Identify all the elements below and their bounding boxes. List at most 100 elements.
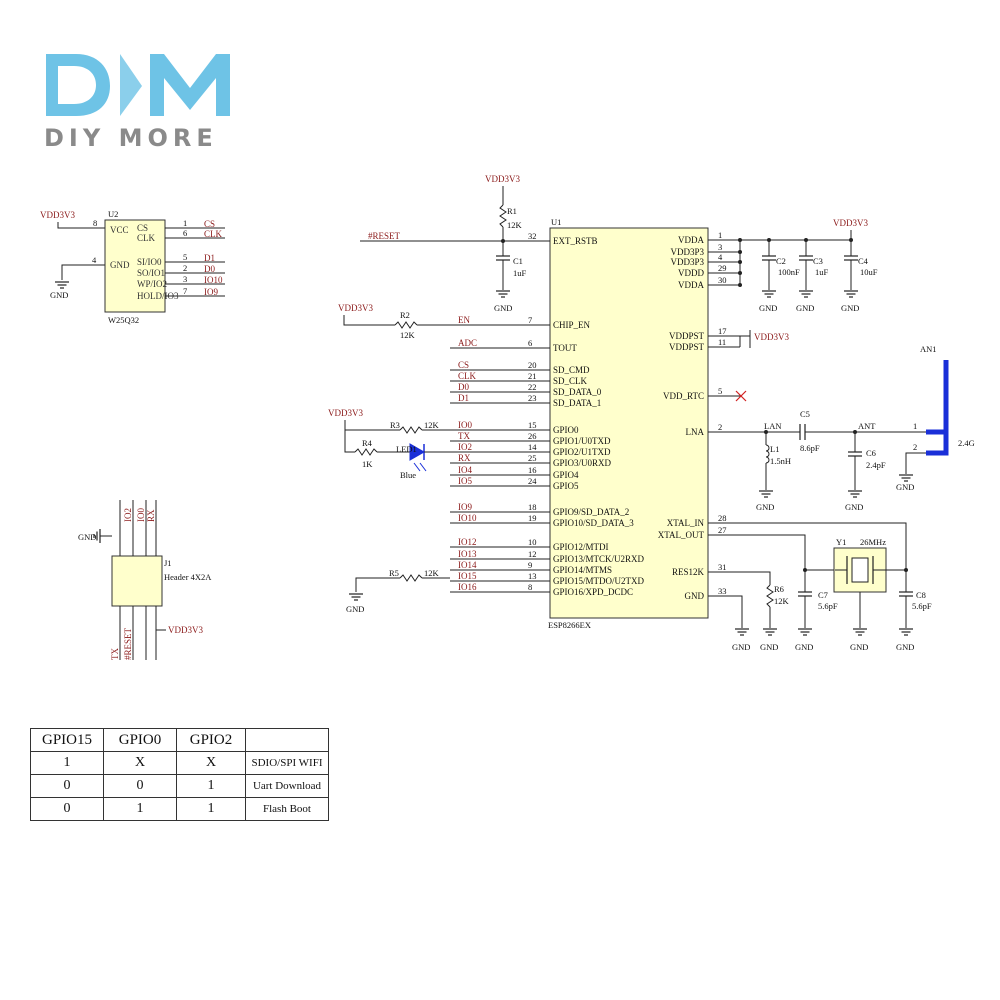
esp-net-label: IO12: [458, 537, 477, 547]
header-bottom-net: TX: [110, 648, 120, 660]
table-cell: 0: [30, 797, 104, 821]
r1-value: 12K: [507, 220, 523, 230]
esp-pin-label: GPIO5: [553, 481, 579, 491]
esp-pin-label: TOUT: [553, 343, 577, 353]
esp-pin-number: 13: [528, 571, 537, 581]
esp-pin-label: GPIO4: [553, 470, 579, 480]
vdd-label-flash: VDD3V3: [40, 210, 75, 220]
gnd-label-c3: GND: [796, 303, 814, 313]
reset-circuit: VDD3V3 R1 12K C1 1uF GND: [360, 174, 550, 313]
flash-inner-label: CLK: [137, 233, 156, 243]
esp-pin-number: 12: [528, 549, 537, 559]
boot-header-gpio0: GPIO0: [103, 728, 177, 752]
antenna-pin-2: 2: [913, 442, 917, 452]
r6-resistor: [766, 584, 774, 608]
esp-ref: U1: [551, 217, 561, 227]
vdd-label-caps: VDD3V3: [833, 218, 868, 228]
esp-pin-number: 29: [718, 263, 727, 273]
table-cell: X: [103, 751, 177, 775]
esp-pin-label: SD_CLK: [553, 376, 588, 386]
flash-inner-label: WP/IO2: [137, 279, 167, 289]
r3-ref: R3: [390, 420, 400, 430]
esp-pin-label: GPIO0: [553, 425, 579, 435]
flash-inner-label: CS: [137, 223, 148, 233]
esp-net-label: IO15: [458, 571, 477, 581]
esp-pin-label: LNA: [686, 427, 705, 437]
flash-pin-number: 6: [183, 228, 187, 238]
boot-table-header-row: GPIO15 GPIO0 GPIO2: [30, 728, 329, 752]
esp-part: ESP8266EX: [548, 620, 591, 630]
esp-pin-label: GND: [685, 591, 705, 601]
esp-pin-number: 32: [528, 231, 537, 241]
l1-inductor-icon: [765, 444, 770, 464]
table-cell: Uart Download: [245, 774, 329, 798]
esp-net-label: IO4: [458, 465, 472, 475]
r4-value: 1K: [362, 459, 373, 469]
esp-pin-number: 17: [718, 326, 727, 336]
en-pullup: VDD3V3 R2 12K: [338, 303, 450, 340]
esp-net-label: IO10: [458, 513, 477, 523]
esp-pin-label: GPIO2/U1TXD: [553, 447, 611, 457]
y1-value: 26MHz: [860, 537, 886, 547]
esp-pin-label: EXT_RSTB: [553, 236, 598, 246]
c4-ref: C4: [858, 256, 869, 266]
flash-net-label: CLK: [204, 229, 223, 239]
c7-ref: C7: [818, 590, 828, 600]
flash-pin-number: 5: [183, 252, 187, 262]
esp-pin-label: SD_CMD: [553, 365, 590, 375]
gpio15-pulldown: GND R5 12K: [346, 568, 450, 614]
esp-pin-number: 18: [528, 502, 537, 512]
table-cell: 1: [176, 797, 246, 821]
vdd-label-vddpst: VDD3V3: [754, 332, 789, 342]
esp-pin-number: 30: [718, 275, 727, 285]
gnd-label-header: GND: [78, 532, 96, 542]
vddpst-net: VDD3V3: [735, 330, 789, 402]
flash-pin-number: 7: [183, 286, 187, 296]
table-cell: Flash Boot: [245, 797, 329, 821]
led-diode-icon: [409, 443, 426, 461]
esp-pin-number: 10: [528, 537, 537, 547]
vdd-label-r1: VDD3V3: [485, 174, 520, 184]
esp-net-label: IO16: [458, 582, 477, 592]
flash-inner-label: SI/IO0: [137, 257, 162, 267]
gnd-label-c8: GND: [896, 642, 914, 652]
c6-value: 2.4pF: [866, 460, 886, 470]
c3-ref: C3: [813, 256, 823, 266]
flash-net-label: CS: [204, 219, 215, 229]
esp-pin-label: XTAL_OUT: [658, 530, 705, 540]
header-top-net: RX: [146, 509, 156, 522]
esp-pin-number: 14: [528, 442, 537, 452]
esp-pin-label: VDDA: [678, 235, 704, 245]
r1-ref: R1: [507, 206, 517, 216]
l1-ref: L1: [770, 444, 779, 454]
esp-pin-number: 8: [528, 582, 532, 592]
c2-ref: C2: [776, 256, 786, 266]
esp-pin-label: CHIP_EN: [553, 320, 591, 330]
esp-pin-number: 7: [528, 315, 532, 325]
r4-resistor: [354, 448, 378, 456]
esp-pin-label: GPIO1/U0TXD: [553, 436, 611, 446]
esp-net-label: IO2: [458, 442, 472, 452]
net-ant: ANT: [858, 421, 876, 431]
esp-pin-label: VDDPST: [669, 331, 705, 341]
c1-ref: C1: [513, 256, 523, 266]
esp-net-label: IO5: [458, 476, 472, 486]
esp-pin-label: GPIO9/SD_DATA_2: [553, 507, 629, 517]
antenna-value: 2.4G: [958, 438, 975, 448]
header-part: Header 4X2A: [164, 572, 212, 582]
net-lan: LAN: [764, 421, 781, 431]
flash-vcc-label: VCC: [110, 225, 129, 235]
table-row: 0 1 1 Flash Boot: [30, 797, 329, 821]
rf-section: LAN L1 1.5nH GND C5 8.6pF ANT C6 2.4pF G…: [708, 344, 975, 512]
r2-ref: R2: [400, 310, 410, 320]
esp-pin-number: 28: [718, 513, 727, 523]
c8-ref: C8: [916, 590, 926, 600]
esp-pin-label: GPIO12/MTDI: [553, 542, 609, 552]
gnd-label-c6: GND: [845, 502, 863, 512]
gnd-label-l1: GND: [756, 502, 774, 512]
led-value: Blue: [400, 470, 416, 480]
